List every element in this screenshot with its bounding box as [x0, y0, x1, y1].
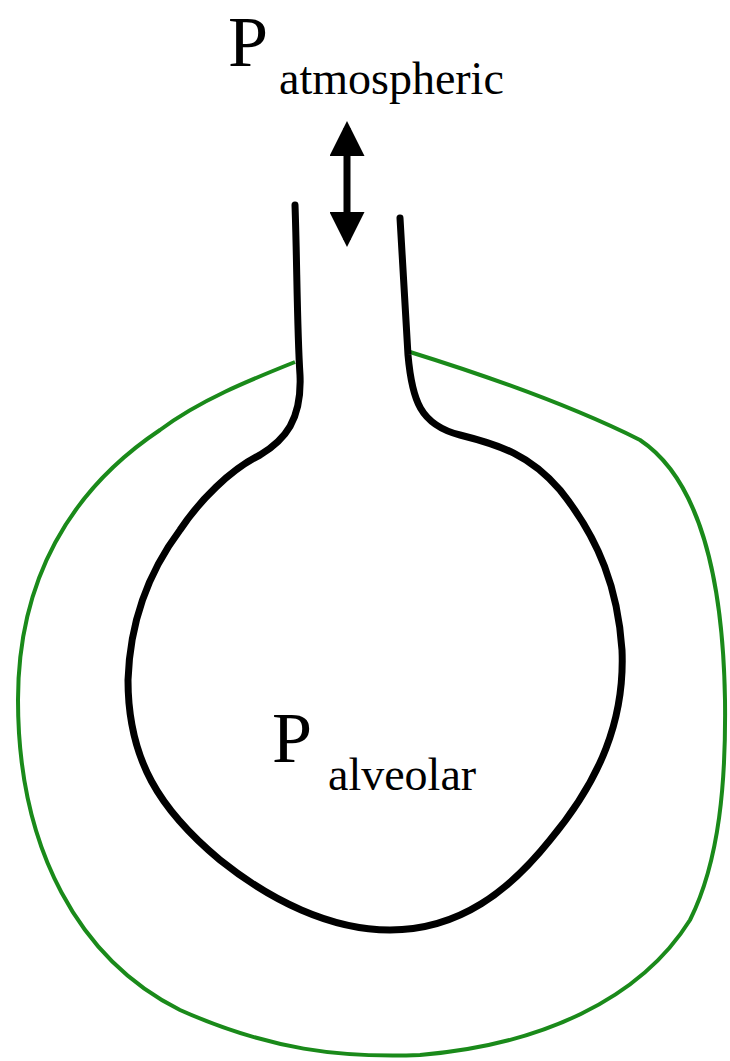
pressure-symbol: P [228, 6, 268, 78]
alveolus-wall [128, 205, 622, 930]
airflow-arrow [344, 128, 351, 240]
pressure-symbol: P [272, 702, 312, 774]
pressure-subscript: alveolar [328, 752, 476, 798]
pressure-subscript: atmospheric [279, 56, 504, 102]
